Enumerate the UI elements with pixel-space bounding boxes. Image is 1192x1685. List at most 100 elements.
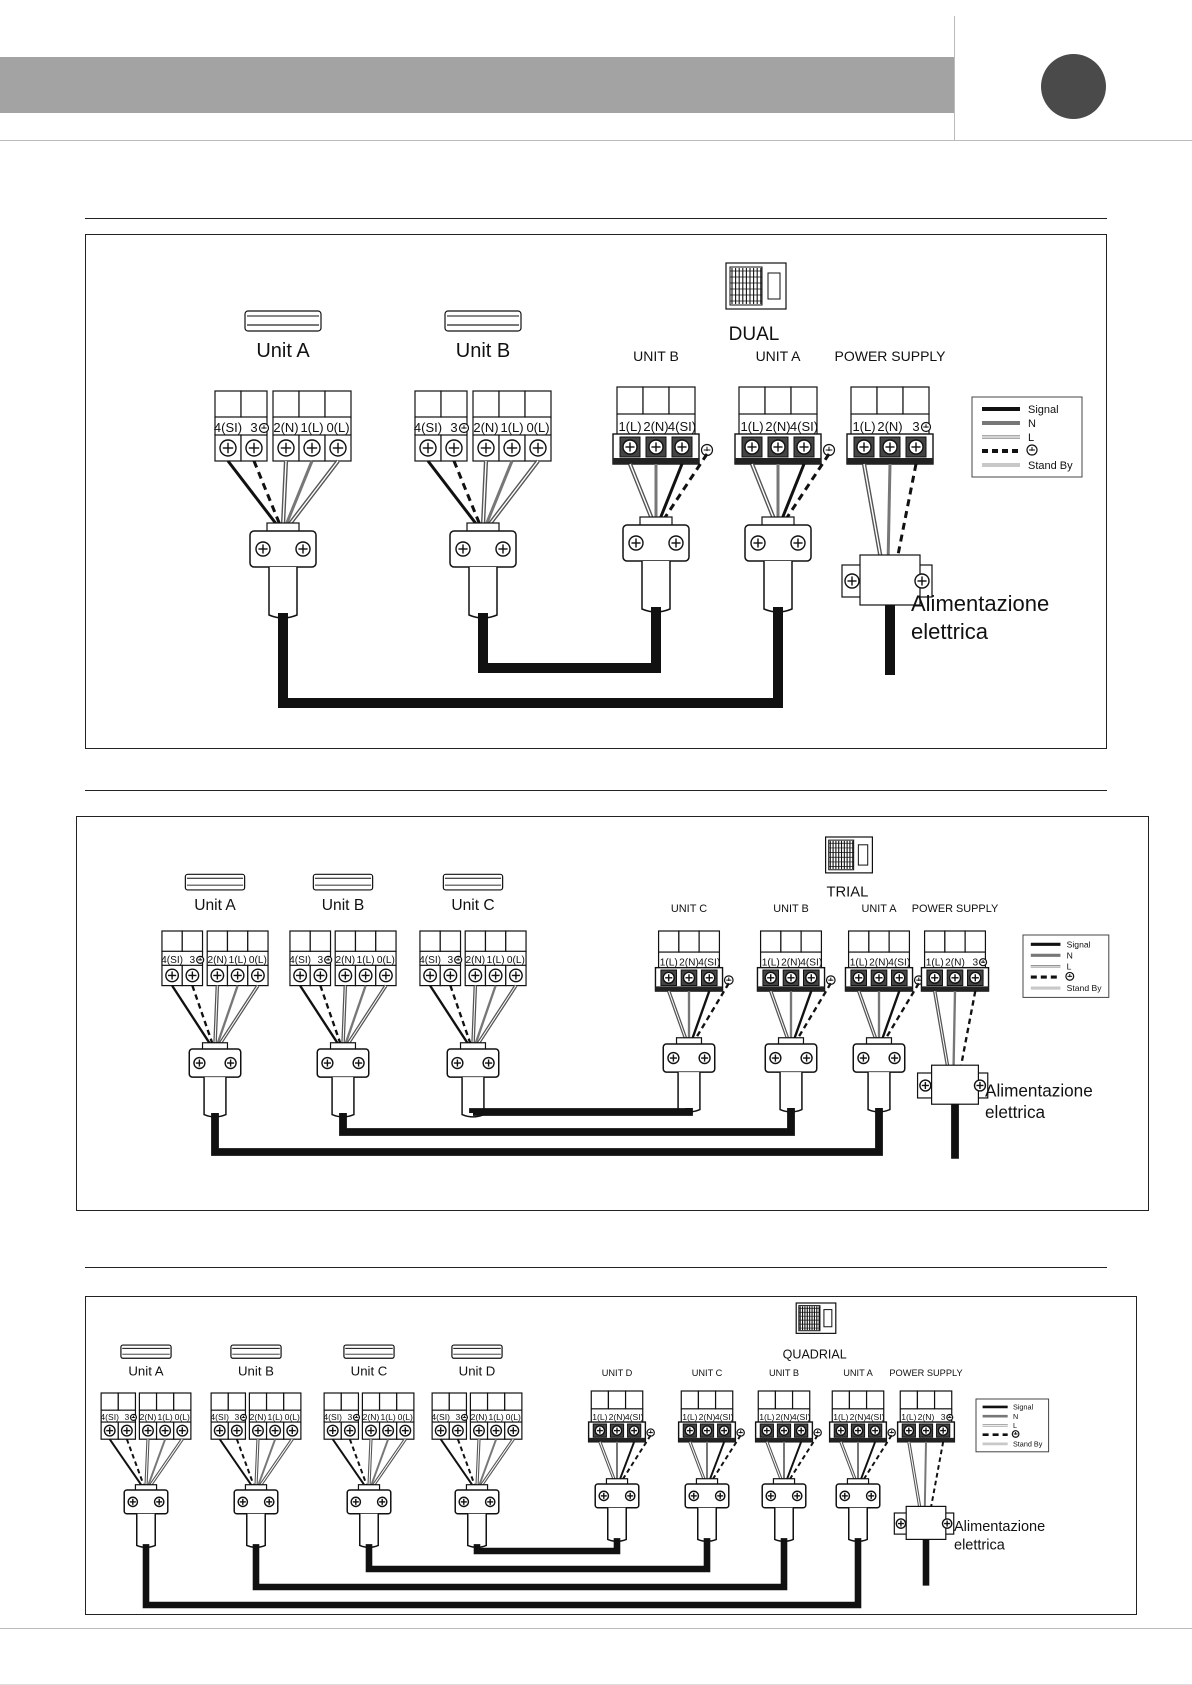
terminal-cell xyxy=(888,930,911,953)
alimentazione-label: Alimentazione xyxy=(985,1080,1093,1100)
line-wire xyxy=(259,1438,293,1487)
cable-sheath xyxy=(268,567,298,619)
terminal-label: 2(N) xyxy=(609,1412,626,1422)
power-terminal-block: 1(L)2(N)3 xyxy=(846,386,934,465)
line-wire xyxy=(477,985,517,1045)
terminal-cell xyxy=(354,930,377,952)
legend-label: Signal xyxy=(1013,1403,1034,1412)
neutral-wire xyxy=(886,463,892,566)
outdoor-terminal-heading: UNIT C xyxy=(671,903,707,915)
terminal-label: 2(N) xyxy=(945,957,965,968)
signal-wire xyxy=(618,1441,636,1481)
terminal-label: 0(L) xyxy=(326,420,349,435)
terminal-label: 4(SI) xyxy=(715,1412,734,1422)
terminal-label: 4(SI) xyxy=(323,1412,342,1422)
outdoor-terminal-block: 1(L)2(N)4(SI) xyxy=(754,1390,814,1443)
line-wire xyxy=(908,1441,922,1514)
terminal-label: 4(SI) xyxy=(289,955,311,966)
indoor-unit-icon xyxy=(343,1344,395,1359)
terminal-cell xyxy=(504,1392,523,1411)
terminal-cell xyxy=(764,386,792,415)
terminal-cell xyxy=(138,1392,158,1411)
terminal-label: 1(L) xyxy=(926,957,944,968)
outdoor-model-name: DUAL xyxy=(729,324,780,345)
line-wire xyxy=(219,985,259,1045)
terminal-cell xyxy=(324,390,352,418)
alimentazione-label: elettrica xyxy=(911,619,989,644)
terminal-cell xyxy=(848,1390,868,1410)
legend-label: Stand By xyxy=(1067,983,1103,993)
terminal-label: 2(N) xyxy=(363,1412,380,1422)
alimentazione-label: elettrica xyxy=(954,1538,1006,1554)
terminal-label: 2(N) xyxy=(140,1412,157,1422)
terminal-label: 4(SI) xyxy=(792,1412,811,1422)
terminal-label: 1(L) xyxy=(158,1412,173,1422)
terminal-label: 2(N) xyxy=(335,955,355,966)
terminal-label: 1(L) xyxy=(660,957,678,968)
indoor-unit-icon xyxy=(451,1344,503,1359)
terminal-label: 1(L) xyxy=(901,1412,916,1422)
terminal-label: 3 xyxy=(318,955,324,966)
terminal-label: 1(L) xyxy=(229,955,247,966)
terminal-cell xyxy=(240,390,268,418)
cable-sheath xyxy=(468,567,498,619)
terminal-label: 4(SI) xyxy=(419,955,441,966)
terminal-label: 4(SI) xyxy=(214,420,242,435)
power-terminal-block: 1(L)2(N)3 xyxy=(896,1390,956,1443)
terminal-cell xyxy=(484,930,507,952)
terminal-cell xyxy=(340,1392,360,1411)
indoor-unit-label: Unit C xyxy=(351,1363,388,1378)
terminal-label: 1(L) xyxy=(268,1412,283,1422)
terminal-cell xyxy=(800,930,823,953)
terminal-label: 2(N) xyxy=(473,420,498,435)
terminal-cell xyxy=(668,386,696,415)
outdoor-terminal-block: 1(L)2(N)4(SI) xyxy=(734,386,822,465)
signal-wire xyxy=(658,463,684,520)
terminal-label: 4(SI) xyxy=(161,955,183,966)
indoor-unit-icon xyxy=(442,873,504,891)
signal-wire xyxy=(171,984,212,1045)
terminal-label: 1(L) xyxy=(592,1412,607,1422)
ground-wire xyxy=(694,982,730,1040)
terminal-cell xyxy=(248,1392,268,1411)
line-wire xyxy=(288,460,339,526)
header-band xyxy=(0,57,955,113)
outdoor-terminal-block: 1(L)2(N)4(SI) xyxy=(677,1390,737,1443)
neutral-wire xyxy=(284,460,314,526)
terminal-label: 3 xyxy=(124,1412,129,1422)
terminal-label: 3 xyxy=(455,1412,460,1422)
terminal-cell xyxy=(309,930,332,952)
neutral-wire xyxy=(952,991,957,1074)
terminal-cell xyxy=(181,930,204,952)
terminal-label: 3 xyxy=(347,1412,352,1422)
interconnect-cable xyxy=(278,607,783,708)
section-rule-quadrial xyxy=(85,1267,1107,1268)
terminal-cell xyxy=(396,1392,415,1411)
cable-sheath xyxy=(774,1507,794,1543)
neutral-wire xyxy=(147,1438,167,1487)
terminal-cell xyxy=(865,1390,885,1410)
terminal-cell xyxy=(414,390,442,418)
ground-wire xyxy=(928,1441,945,1514)
terminal-label: 2(N) xyxy=(869,957,889,968)
ground-wire xyxy=(125,1438,145,1487)
line-wire xyxy=(480,1438,514,1487)
terminal-cell xyxy=(831,1390,851,1410)
line-wire xyxy=(149,1438,183,1487)
indoor-unit-label: Unit B xyxy=(322,897,364,914)
legend-label: Stand By xyxy=(1028,460,1073,472)
terminal-label: 0(L) xyxy=(249,955,267,966)
indoor-unit-icon xyxy=(244,310,322,332)
terminal-label: 1(L) xyxy=(759,1412,774,1422)
signal-wire xyxy=(780,463,806,520)
indoor-unit-icon xyxy=(184,873,246,891)
line-wire xyxy=(347,985,387,1045)
ground-wire xyxy=(191,985,214,1045)
terminal-cell xyxy=(624,1390,644,1410)
header-divider xyxy=(954,16,955,140)
